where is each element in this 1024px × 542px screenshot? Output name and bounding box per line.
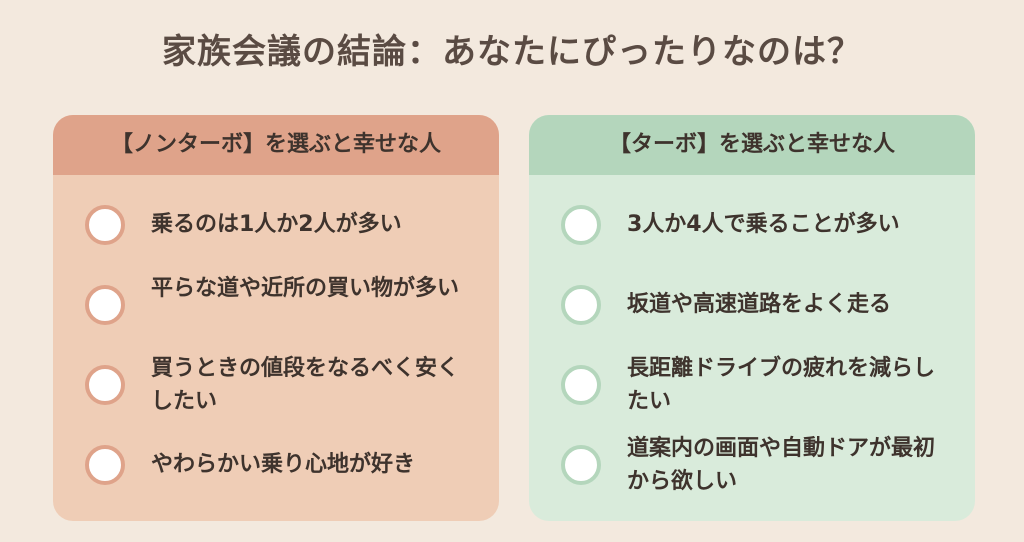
non-turbo-card: 【ノンターボ】を選ぶと幸せな人 乗るのは1人か2人が多い 平らな道や近所の買い物… [53,115,499,521]
list-item: 道案内の画面や自動ドアが最初から欲しい [529,425,975,505]
list-item: 坂道や高速道路をよく走る [529,265,975,345]
list-item-text: 道案内の画面や自動ドアが最初から欲しい [627,436,936,494]
circle-bullet-icon [85,205,125,245]
list-item: 長距離ドライブの疲れを減らしたい [529,345,975,425]
list-item-text: 坂道や高速道路をよく走る [627,292,892,317]
non-turbo-header: 【ノンターボ】を選ぶと幸せな人 [53,115,499,175]
list-item-text: 乗るのは1人か2人が多い [151,212,402,237]
circle-bullet-icon [561,205,601,245]
list-item: やわらかい乗り心地が好き [53,425,499,505]
page-title: 家族会議の結論：あなたにぴったりなのは？ [162,32,862,72]
turbo-header: 【ターボ】を選ぶと幸せな人 [529,115,975,175]
list-item-text: 長距離ドライブの疲れを減らしたい [627,356,936,414]
list-item-text: やわらかい乗り心地が好き [151,452,416,477]
circle-bullet-icon [85,285,125,325]
list-item-text: 3人か4人で乗ることが多い [627,212,900,237]
list-item: 買うときの値段をなるべく安くしたい [53,345,499,425]
circle-bullet-icon [85,365,125,405]
list-item-text: 買うときの値段をなるべく安くしたい [151,356,460,414]
turbo-card: 【ターボ】を選ぶと幸せな人 3人か4人で乗ることが多い 坂道や高速道路をよく走る… [529,115,975,521]
circle-bullet-icon [561,365,601,405]
list-item: 平らな道や近所の買い物が多い [53,265,499,345]
circle-bullet-icon [561,285,601,325]
circle-bullet-icon [561,445,601,485]
list-item: 乗るのは1人か2人が多い [53,185,499,265]
circle-bullet-icon [85,445,125,485]
list-item-text: 平らな道や近所の買い物が多い [151,276,460,301]
list-item: 3人か4人で乗ることが多い [529,185,975,265]
